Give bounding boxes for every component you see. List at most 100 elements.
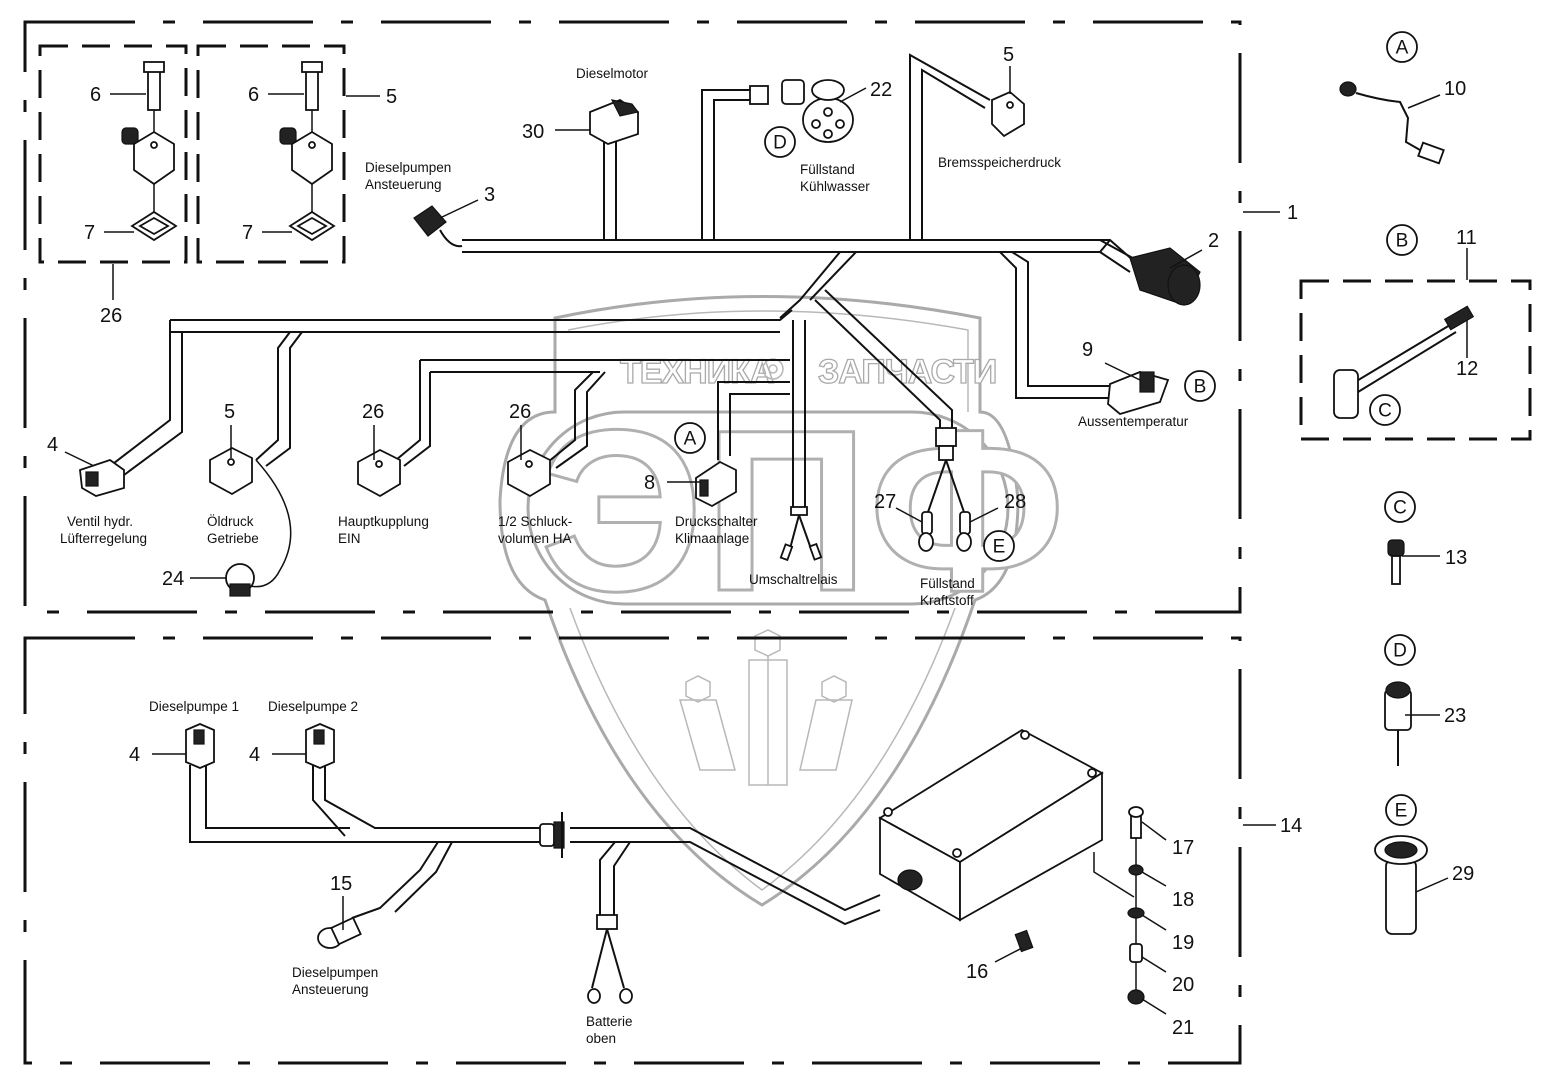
- label-umschaltrelais: Umschaltrelais: [749, 572, 838, 587]
- part-number-29: 29: [1452, 863, 1474, 885]
- grommet: [539, 812, 565, 858]
- detail-D: D 23: [1384, 634, 1466, 766]
- label-druckschalter-1: Druckschalter: [675, 514, 758, 529]
- label-batterie-1: Batterie: [586, 1014, 633, 1029]
- part-number-2: 2: [1208, 230, 1219, 252]
- part-number-5-oeldruck: 5: [224, 401, 235, 423]
- label-dieselpumpe-2: Dieselpumpe 2: [268, 699, 358, 714]
- control-box: [878, 728, 1104, 922]
- part-number-20: 20: [1172, 974, 1194, 996]
- lower-harness-labels: 4 4 15 16 17 18 19 20 21 Dieselpumpe 1 D…: [129, 699, 1194, 1046]
- svg-text:C: C: [1393, 498, 1407, 519]
- kit-frame-26: [38, 44, 188, 264]
- svg-text:E: E: [993, 537, 1006, 558]
- label-kraftstoff-2: Kraftstoff: [920, 593, 974, 608]
- part-number-5-bremsspeicher: 5: [1003, 44, 1014, 66]
- svg-text:C: C: [1378, 401, 1392, 422]
- connector-4-luefter: [79, 459, 125, 497]
- callout-E-main: E: [983, 530, 1015, 562]
- label-kraftstoff-1: Füllstand: [920, 576, 975, 591]
- detail-B: B 11 12 C: [1333, 224, 1478, 426]
- callout-D-main: D: [764, 126, 796, 158]
- part-number-26-schluck: 26: [509, 401, 531, 423]
- part-number-6: 6: [90, 84, 101, 106]
- part-number-1: 1: [1287, 202, 1298, 224]
- connector-2: [1129, 247, 1201, 306]
- part-number-24: 24: [162, 568, 184, 590]
- connector-4-dieselpumpe1: [185, 723, 215, 769]
- svg-text:B: B: [1396, 231, 1409, 252]
- label-ventil-2: Lüfterregelung: [60, 531, 147, 546]
- part-number-7: 7: [84, 222, 95, 244]
- svg-text:E: E: [1395, 801, 1408, 822]
- watermark-text-left: ТЕХНИКА: [620, 353, 774, 391]
- part-number-7: 7: [242, 222, 253, 244]
- part-number-4: 4: [47, 434, 58, 456]
- detail-E: E 29: [1374, 794, 1474, 935]
- callout-B-main: B: [1184, 370, 1216, 402]
- terminals-umschaltrelais: [779, 542, 823, 562]
- part-number-30: 30: [522, 121, 544, 143]
- part-number-18: 18: [1172, 889, 1194, 911]
- part-number-5-kit: 5: [386, 86, 397, 108]
- part-number-28: 28: [1004, 491, 1026, 513]
- connector-3: [413, 205, 463, 248]
- part-number-17: 17: [1172, 837, 1194, 859]
- part-number-12: 12: [1456, 358, 1478, 380]
- label-hauptkupplung-2: EIN: [338, 531, 361, 546]
- part-number-26-kit: 26: [100, 305, 122, 327]
- part-number-27: 27: [874, 491, 896, 513]
- label-batterie-2: oben: [586, 1031, 616, 1046]
- label-hauptkupplung-1: Hauptkupplung: [338, 514, 429, 529]
- part-number-4-dp2: 4: [249, 744, 260, 766]
- label-dieselpumpe-1: Dieselpumpe 1: [149, 699, 239, 714]
- connector-30: [589, 98, 640, 145]
- label-dieselmotor: Dieselmotor: [576, 66, 649, 81]
- watermark-text-right: ЗАПЧАСТИ: [818, 353, 996, 391]
- connector-26-schluck: [507, 448, 551, 498]
- callout-A-main: A: [674, 422, 706, 454]
- main-harness-labels: 30 22 5 3 2 9 4 5 26 26 8 27 28 24 Diese…: [47, 44, 1219, 608]
- part-number-15: 15: [330, 873, 352, 895]
- connector-8: [695, 460, 737, 508]
- ring-terminals-batterie: [587, 988, 633, 1004]
- label-oeldruck-1: Öldruck: [207, 514, 254, 529]
- part-number-8: 8: [644, 472, 655, 494]
- label-dp-ansteuerung-2: Ansteuerung: [292, 982, 369, 997]
- watermark-band: [526, 410, 1010, 606]
- kit-5-valve-plug: 6 7: [242, 61, 336, 244]
- label-dieselpumpen-2: Ansteuerung: [365, 177, 442, 192]
- detail-A: A 10: [1339, 31, 1466, 165]
- svg-text:A: A: [684, 429, 697, 450]
- ring-terminal-28: [956, 511, 972, 552]
- part-number-26-hauptkupplung: 26: [362, 401, 384, 423]
- part-number-22: 22: [870, 79, 892, 101]
- label-aussentemperatur: Aussentemperatur: [1078, 414, 1189, 429]
- part-number-19: 19: [1172, 932, 1194, 954]
- part-number-10: 10: [1444, 78, 1466, 100]
- part-number-21: 21: [1172, 1017, 1194, 1039]
- ring-terminal-27: [918, 511, 934, 552]
- assembly-frame-1: [23, 20, 1242, 614]
- connector-26-hauptkupplung: [357, 448, 401, 498]
- label-druckschalter-2: Klimaanlage: [675, 531, 749, 546]
- kit-frame-11: [1299, 279, 1532, 441]
- label-dieselpumpen-1: Dieselpumpen: [365, 160, 451, 175]
- lower-harness-wires: [189, 765, 881, 989]
- detail-C: C 13: [1384, 491, 1467, 585]
- hardware-stack: [1014, 806, 1145, 1005]
- sensor-24: [225, 563, 255, 597]
- part-number-11: 11: [1456, 227, 1477, 249]
- watermark-shield-outline: [498, 295, 1020, 907]
- connector-5-bremsspeicher: [991, 90, 1025, 138]
- kit-26-valve-plug: 6 7: [84, 61, 178, 244]
- label-schluck-1: 1/2 Schluck-: [498, 514, 572, 529]
- part-number-6: 6: [248, 84, 259, 106]
- svg-text:D: D: [773, 133, 787, 154]
- svg-text:B: B: [1194, 377, 1207, 398]
- connector-4-dieselpumpe2: [305, 723, 335, 769]
- svg-text:A: A: [1396, 38, 1409, 59]
- kit-frame-5: [196, 44, 346, 264]
- label-schluck-2: volumen HA: [498, 531, 572, 546]
